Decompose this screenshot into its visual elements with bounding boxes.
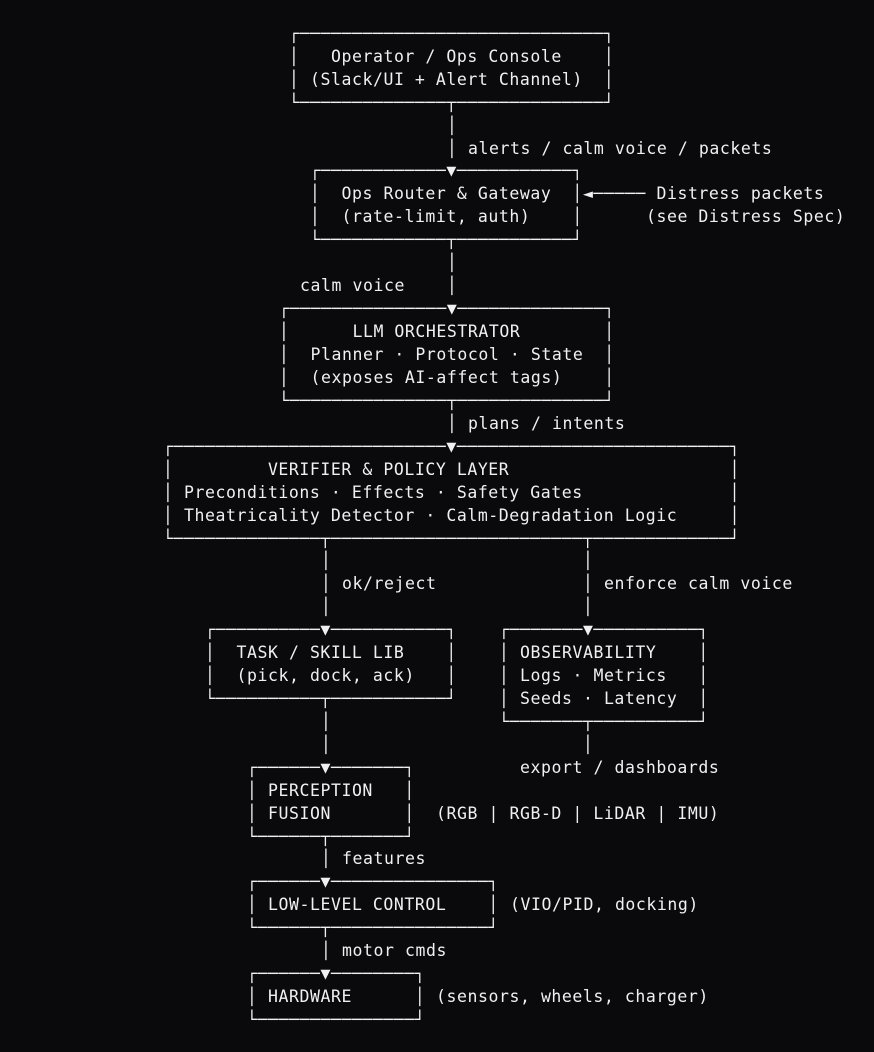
connector-control-to-hardware: │ [321, 941, 332, 960]
hardware-box: ┌──────▼────────┐ │ HARDWARE │ └────────… [247, 964, 426, 1029]
distress-packets-annotation: ◄───── Distress packets (see Distress Sp… [583, 184, 846, 226]
connector-observability-to-export: │ [583, 735, 594, 754]
connector-verifier-to-task: │ │ │ [321, 551, 332, 616]
ops-router-gateway-box: ┌────────────▼───────────┐ │ Ops Router … [310, 161, 583, 249]
edge-label-plans-intents: plans / intents [468, 414, 626, 433]
hardware-note-annotation: (sensors, wheels, charger) [436, 987, 709, 1006]
connector-verifier-to-observability: │ │ │ [583, 551, 594, 616]
observability-box: ┌───────▼──────────┐ │ OBSERVABILITY │ │… [499, 620, 709, 731]
edge-label-enforce-calm-voice: enforce calm voice [604, 574, 793, 593]
edge-label-export-dashboards: export / dashboards [520, 758, 720, 777]
low-level-control-box: ┌──────▼───────────────┐ │ LOW-LEVEL CON… [247, 872, 499, 937]
connector-task-to-perception: │ │ [321, 712, 332, 754]
perception-fusion-box: ┌──────▼───────┐ │ PERCEPTION │ │ FUSION… [247, 758, 415, 846]
verifier-policy-layer-box: ┌──────────────────────────▼────────────… [163, 437, 741, 548]
edge-label-motor-cmds: motor cmds [342, 941, 447, 960]
connector-operator-to-router: │ │ [447, 116, 458, 158]
connector-perception-to-control: │ [321, 849, 332, 868]
edge-label-calm-voice: calm voice [300, 276, 405, 295]
connector-router-to-llm: │ │ [447, 253, 458, 295]
llm-orchestrator-box: ┌───────────────▼──────────────┐ │ LLM O… [279, 299, 615, 410]
edge-label-features: features [342, 849, 426, 868]
control-note-annotation: (VIO/PID, docking) [510, 895, 699, 914]
task-skill-lib-box: ┌──────────▼───────────┐ │ TASK / SKILL … [205, 620, 457, 708]
sensor-suite-annotation: (RGB | RGB-D | LiDAR | IMU) [436, 804, 720, 823]
edge-label-ok-reject: ok/reject [342, 574, 437, 593]
edge-label-alerts: alerts / calm voice / packets [468, 139, 773, 158]
operator-console-box: ┌─────────────────────────────┐ │ Operat… [289, 24, 615, 112]
connector-llm-to-verifier: │ [447, 414, 458, 433]
